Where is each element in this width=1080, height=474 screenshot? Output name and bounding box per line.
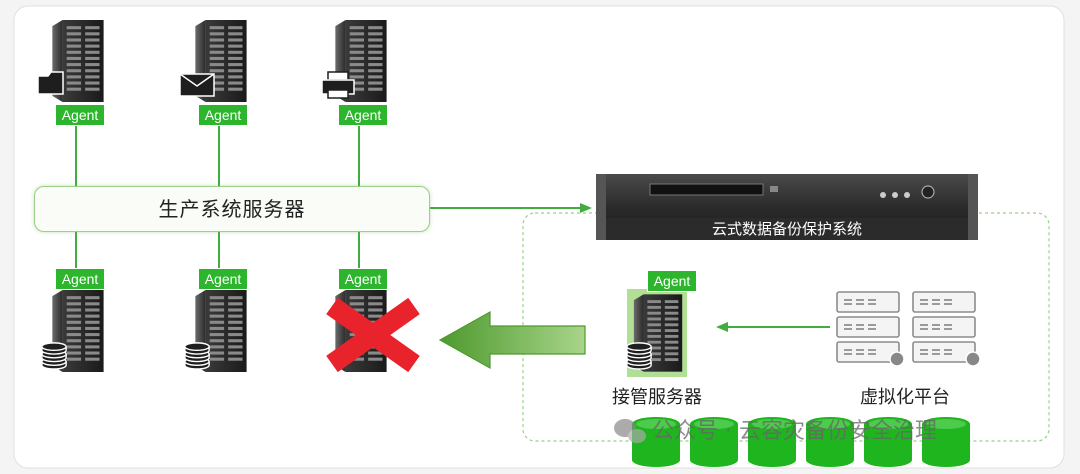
production-servers-box: 生产系统服务器 (34, 186, 430, 232)
backup-system-label: 云式数据备份保护系统 (711, 220, 862, 238)
storage-disk-icons (632, 417, 970, 467)
wechat-icon (614, 419, 646, 443)
server-printer-icon (321, 20, 387, 102)
server-file-icon (37, 20, 104, 102)
arrow-from-virtualization (716, 322, 830, 332)
takeover-server-label: 接管服务器 (612, 387, 702, 408)
agent-badge: Agent (198, 268, 248, 290)
agent-badge: Agent (338, 104, 388, 126)
top-connectors (75, 126, 360, 270)
agent-badge: Agent (647, 270, 697, 292)
takeover-server-icon (626, 289, 687, 377)
failure-x-icon (326, 297, 420, 373)
virtualization-platform-label: 虚拟化平台 (860, 387, 950, 408)
virtualization-platform-icon (836, 291, 981, 367)
agent-badge: Agent (55, 104, 105, 126)
server-mail-icon (179, 20, 247, 102)
backup-system-rack-icon (596, 174, 978, 240)
arrow-to-backup-system (430, 203, 592, 213)
agent-badge: Agent (55, 268, 105, 290)
watermark-text: 公众号 · 云容灾备份安全治理 (652, 419, 937, 444)
outer-frame (13, 5, 1065, 469)
takeover-arrow (438, 310, 586, 370)
agent-badge: Agent (198, 104, 248, 126)
agent-badge: Agent (338, 268, 388, 290)
production-servers-label: 生产系统服务器 (158, 197, 306, 221)
